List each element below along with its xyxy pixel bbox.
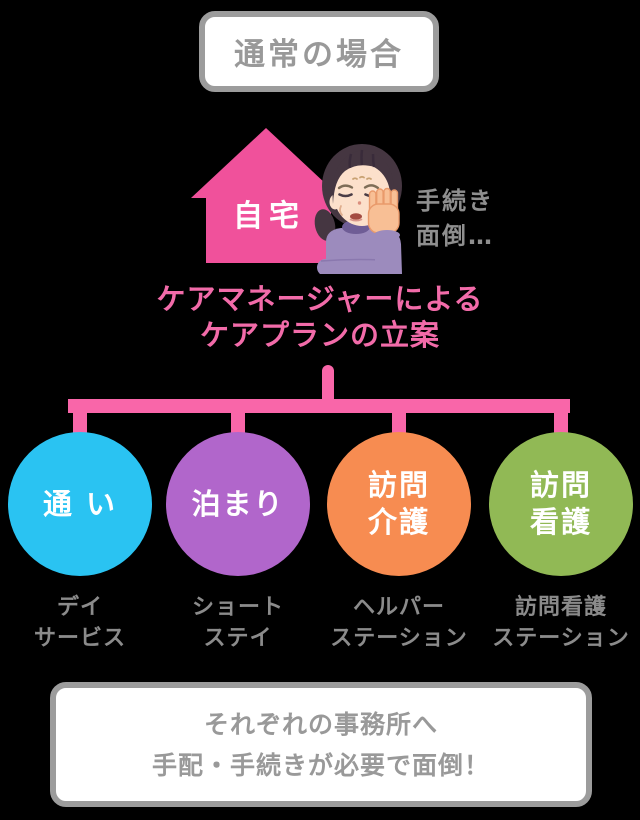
service-label-helper-station: ヘルパー ステーション: [330, 595, 468, 651]
mouth: [350, 213, 362, 220]
connector-drop-1: [73, 405, 87, 437]
service-label-short-stay: ショート ステイ: [191, 595, 284, 651]
care-plan-heading: ケアマネージャーによる ケアプランの立案: [0, 281, 640, 353]
connector-drop-3: [392, 405, 406, 437]
service-circle-tomari: 泊まり: [166, 432, 310, 576]
sleeve-cuff: [374, 230, 400, 240]
service-circle-homon-kango: 訪問 看護: [489, 432, 633, 576]
nose: [357, 201, 362, 205]
connector-drop-2: [231, 405, 245, 437]
bottom-note-line2: 手配・手続きが必要で面倒！: [151, 750, 490, 780]
service-label-day-service: デイ サービス: [33, 595, 126, 651]
hair-front: [332, 150, 394, 204]
thought-line1: 手続き: [416, 187, 494, 215]
raised-arm: [375, 233, 400, 274]
bottom-note-box: それぞれの事務所へ 手配・手続きが必要で面倒！: [50, 682, 592, 807]
service-label-homonkango-station: 訪問看護 ステーション: [492, 595, 630, 651]
eyebrows: [337, 184, 380, 190]
ear: [329, 194, 341, 210]
title-box-label: 通常の場合: [234, 37, 404, 73]
worried-woman-illustration: [314, 144, 402, 274]
thought-line2: 面倒…: [416, 222, 494, 250]
bottom-note-line1: それぞれの事務所へ: [203, 709, 438, 739]
connector-horizontal-line: [68, 399, 570, 413]
circle-kayoi-label: 通 い: [42, 486, 118, 521]
heading-line2: ケアプランの立案: [199, 318, 440, 352]
connector-drop-4: [554, 405, 568, 437]
hand-on-cheek: [367, 187, 400, 234]
house-label: 自宅: [233, 199, 305, 234]
title-box: 通常の場合: [199, 11, 439, 92]
house-icon: [191, 128, 341, 263]
heading-line1: ケアマネージャーによる: [156, 282, 484, 316]
thought-text: 手続き 面倒…: [416, 184, 536, 254]
service-circle-kayoi: 通 い: [8, 432, 152, 576]
service-circle-homon-kaigo: 訪問 介護: [327, 432, 471, 576]
forehead-wrinkles: [352, 175, 372, 180]
connector-stub: [322, 365, 334, 401]
circle-tomari-label: 泊まり: [191, 486, 285, 521]
